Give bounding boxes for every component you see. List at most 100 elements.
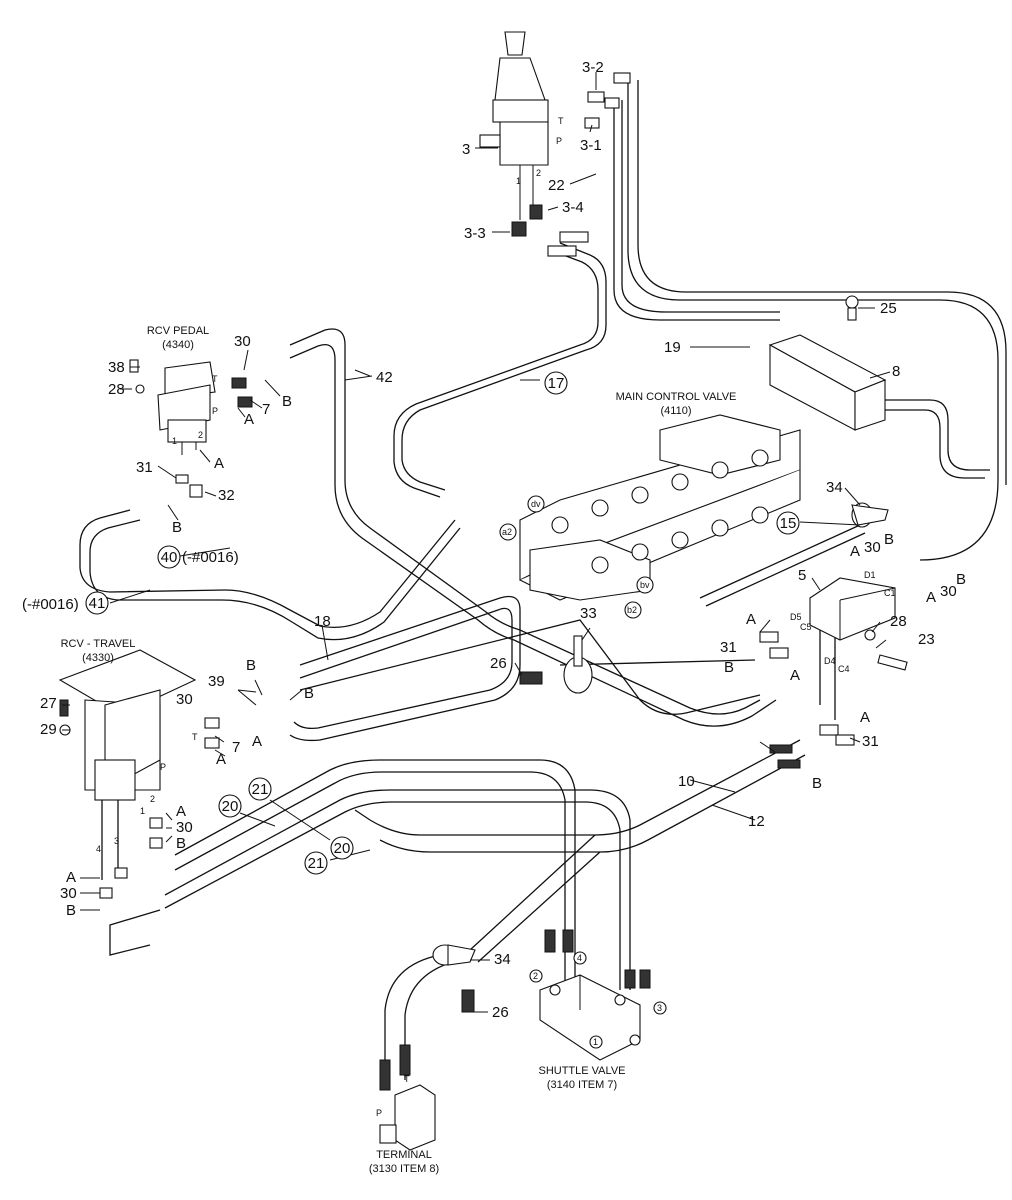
hose-19-d — [621, 100, 780, 313]
callout-label: 21 — [308, 855, 325, 872]
terminal-code: (3130 ITEM 8) — [369, 1163, 439, 1175]
hose-19-a — [627, 80, 999, 561]
callout-label: A — [252, 733, 262, 750]
terminal-name: TERMINAL — [376, 1149, 432, 1161]
callout-label: 8 — [892, 363, 900, 380]
hose-terminal-a — [384, 954, 441, 1080]
callout-label: 26 — [492, 1004, 509, 1021]
callout-label: B — [724, 659, 734, 676]
leader-lines — [62, 72, 891, 1013]
shuttle-valve-name: SHUTTLE VALVE — [538, 1065, 625, 1077]
callout-labels: 3-2 3 3-1 22 3-4 3-3 25 19 8 17 42 30 38… — [22, 59, 966, 1021]
callout-label: B — [66, 902, 76, 919]
svg-text:C1: C1 — [884, 588, 896, 598]
fittings-3-1-3-2 — [547, 72, 631, 257]
svg-text:dv: dv — [531, 499, 541, 509]
rcv-pedal-name: RCV PEDAL — [147, 325, 209, 337]
hose-33 — [559, 659, 756, 666]
callout-label: 3-4 — [562, 199, 584, 216]
callout-label: B — [812, 775, 822, 792]
callout-label: B — [246, 657, 256, 674]
callout-label: 30 — [60, 885, 77, 902]
callout-label: 34 — [826, 479, 843, 496]
callout-label: 20 — [334, 840, 351, 857]
callout-label: 19 — [664, 339, 681, 356]
svg-text:T: T — [404, 1074, 410, 1084]
assembly-captions: RCV PEDAL (4340) MAIN CONTROL VALVE (411… — [61, 325, 737, 1175]
callout-label: 15 — [780, 515, 797, 532]
rcv-travel-code: (4330) — [82, 652, 114, 664]
svg-text:2: 2 — [198, 430, 203, 440]
svg-text:1: 1 — [593, 1037, 598, 1047]
rcv-pedal-code: (4340) — [162, 339, 194, 351]
callout-label: A — [214, 455, 224, 472]
callout-label: 3 — [462, 141, 470, 158]
svg-text:T: T — [192, 732, 198, 742]
callout-label: 26 — [490, 655, 507, 672]
callout-label: 34 — [494, 951, 511, 968]
callout-label: 25 — [880, 300, 897, 317]
hose-41 — [89, 519, 461, 641]
callout-label: A — [926, 589, 936, 606]
svg-text:1: 1 — [140, 806, 145, 816]
callout-label: 30 — [176, 819, 193, 836]
svg-text:1: 1 — [516, 176, 521, 186]
svg-text:bv: bv — [640, 580, 650, 590]
callout-label: 42 — [376, 369, 393, 386]
callout-label: 31 — [136, 459, 153, 476]
callout-label: A — [746, 611, 756, 628]
callout-label: 7 — [232, 739, 240, 756]
callout-label: 22 — [548, 177, 565, 194]
main-control-valve — [500, 414, 801, 618]
callout-label: 30 — [864, 539, 881, 556]
callout-label: 7 — [262, 401, 270, 418]
clamp-34-lower — [432, 944, 476, 1013]
hose-20-a — [174, 759, 576, 990]
svg-text:3: 3 — [657, 1003, 662, 1013]
svg-text:C5: C5 — [800, 622, 812, 632]
callout-label: 28 — [108, 381, 125, 398]
callout-label: A — [244, 411, 254, 428]
svg-text:3: 3 — [114, 836, 119, 846]
callout-label: A — [216, 751, 226, 768]
hose-17-a — [401, 242, 607, 491]
hose-40 — [79, 509, 456, 629]
shuttle-valve — [539, 929, 651, 1061]
callout-label: 20 — [222, 798, 239, 815]
callout-label: 3-2 — [582, 59, 604, 76]
hose-lines — [79, 80, 1007, 1080]
hose-20-b — [174, 771, 566, 990]
callout-label: B — [172, 519, 182, 536]
svg-text:P: P — [212, 406, 218, 416]
svg-text:2: 2 — [150, 794, 155, 804]
svg-text:P: P — [556, 136, 562, 146]
shuttle-valve-code: (3140 ITEM 7) — [547, 1079, 617, 1091]
joystick-3 — [479, 31, 549, 237]
rcv-travel-name: RCV - TRAVEL — [61, 638, 136, 650]
rcv-pedal-assembly — [129, 359, 253, 498]
callout-label: 41 — [89, 595, 106, 612]
terminal — [379, 1044, 436, 1151]
callout-label: 31 — [720, 639, 737, 656]
clamp-33 — [519, 635, 593, 694]
callout-label: 32 — [218, 487, 235, 504]
port-marks: T P 1 2 T P 1 2 T P 1 2 3 4 dv a2 bv b2 … — [96, 116, 896, 1118]
svg-text:C4: C4 — [838, 664, 850, 674]
hose-42-b — [289, 343, 777, 727]
callout-note: (-#0016) — [22, 596, 79, 613]
callout-label: 39 — [208, 673, 225, 690]
callout-label: A — [790, 667, 800, 684]
callout-label: 23 — [918, 631, 935, 648]
svg-text:4: 4 — [577, 953, 582, 963]
callout-label: 3-3 — [464, 225, 486, 242]
rcv-travel-assembly — [58, 649, 220, 899]
mcv-name: MAIN CONTROL VALVE — [616, 391, 737, 403]
hose-15 — [699, 524, 861, 599]
hose-19-c — [613, 100, 780, 321]
callout-label: 21 — [252, 781, 269, 798]
frame-rail-top — [880, 399, 990, 471]
mcv-code: (4110) — [661, 405, 692, 417]
block-5 — [809, 577, 908, 671]
callout-label: 31 — [862, 733, 879, 750]
